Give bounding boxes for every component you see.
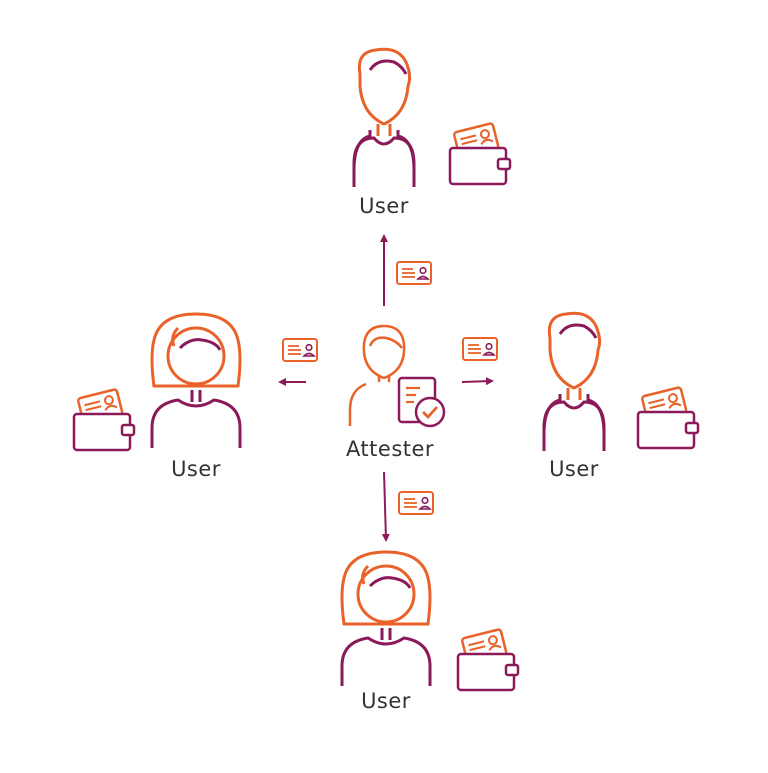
arrow-down <box>381 471 390 542</box>
wallet-right-icon <box>636 385 700 450</box>
user-right-label: User <box>549 457 599 481</box>
user-bottom-label: User <box>361 689 411 713</box>
user-right-figure <box>542 311 606 453</box>
user-left-label: User <box>171 457 221 481</box>
attester-icon <box>348 324 446 428</box>
user-top-figure <box>352 47 416 189</box>
user-bottom-figure <box>340 550 432 688</box>
credential-card-right <box>462 337 498 361</box>
user-left-figure <box>150 312 242 450</box>
wallet-left-icon <box>72 387 136 452</box>
credential-card-left <box>282 338 318 362</box>
attester-label: Attester <box>345 437 435 461</box>
credential-card-bottom <box>398 491 434 515</box>
credential-card-top <box>396 261 432 285</box>
arrow-right <box>461 377 494 386</box>
wallet-bottom-icon <box>456 627 520 692</box>
user-top-label: User <box>359 194 409 218</box>
wallet-top-icon <box>448 121 512 186</box>
